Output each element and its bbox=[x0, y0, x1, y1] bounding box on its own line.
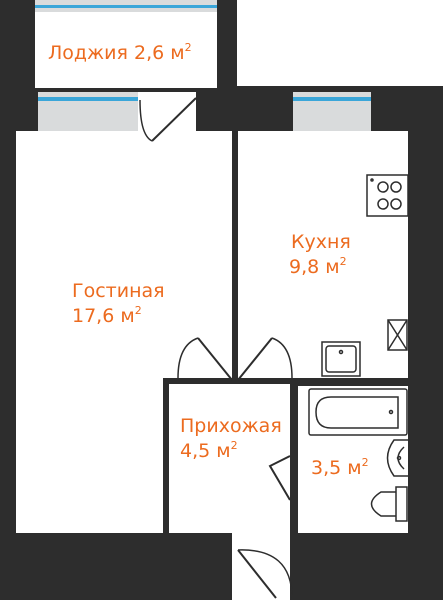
loggia-window bbox=[35, 0, 217, 12]
balcony-door[interactable] bbox=[138, 92, 197, 142]
kitchen-label: Кухня 9,8 м2 bbox=[289, 231, 357, 278]
kitchen-sink-icon bbox=[321, 341, 361, 377]
bathtub-icon bbox=[308, 388, 408, 436]
living-window bbox=[38, 92, 138, 131]
living-door[interactable] bbox=[177, 337, 293, 381]
ventilation-shaft-icon bbox=[387, 319, 408, 351]
living-label: Гостиная 17,6 м2 bbox=[72, 280, 171, 327]
loggia-label: Лоджия 2,6 м2 bbox=[48, 41, 192, 64]
entrance-door[interactable] bbox=[237, 533, 293, 600]
kitchen-window bbox=[293, 92, 371, 131]
stove-icon bbox=[366, 174, 409, 217]
hallway-label: Прихожая 4,5 м2 bbox=[180, 415, 288, 462]
toilet-icon bbox=[370, 486, 408, 522]
bathroom-label: 3,5 м2 bbox=[311, 456, 369, 479]
sink-icon bbox=[386, 439, 408, 477]
interior-walls bbox=[163, 131, 408, 536]
bathroom-door[interactable] bbox=[268, 455, 291, 501]
